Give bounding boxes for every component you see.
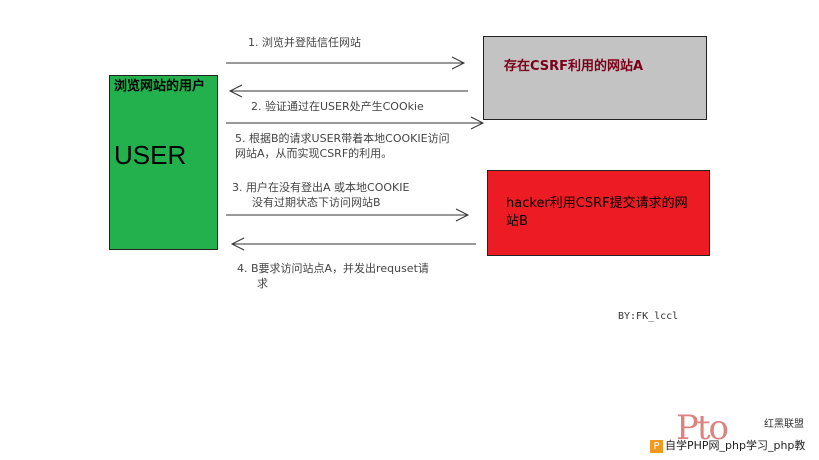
arrow-step4 <box>230 237 476 251</box>
user-box: 浏览网站的用户 USER <box>109 75 218 250</box>
step5-line2: 网站A，从而实现CSRF的利用。 <box>235 147 393 160</box>
step4-label: 4. B要求访问站点A，并发出requset请 求 <box>237 261 429 291</box>
step3-label: 3. 用户在没有登出A 或本地COOKIE 没有过期状态下访问网站B <box>232 180 409 210</box>
arrow-step5 <box>226 116 485 130</box>
arrow-step1 <box>226 56 466 70</box>
watermark-bar-text: 自学PHP网_php学习_php教 <box>665 439 806 452</box>
site-a-label: 存在CSRF利用的网站A <box>504 59 644 74</box>
step3-line2: 没有过期状态下访问网站B <box>252 196 381 209</box>
step5-line1: 5. 根据B的请求USER带着本地COOKIE访问 <box>235 132 450 145</box>
step4-line1: 4. B要求访问站点A，并发出requset请 <box>237 262 429 275</box>
step5-label: 5. 根据B的请求USER带着本地COOKIE访问 网站A，从而实现CSRF的利… <box>235 131 450 161</box>
watermark-logo-mark: Pto <box>676 408 729 448</box>
step4-line2: 求 <box>257 277 268 290</box>
site-a-box: 存在CSRF利用的网站A <box>483 36 707 120</box>
step3-line1: 3. 用户在没有登出A 或本地COOKIE <box>232 181 410 194</box>
step1-label: 1. 浏览并登陆信任网站 <box>248 36 361 49</box>
arrow-step2 <box>228 84 468 98</box>
hacker-site-box: hacker利用CSRF提交请求的网站B <box>487 170 710 256</box>
watermark-logo: Pto 红黑联盟 <box>676 408 804 448</box>
watermark-logo-text: 红黑联盟 <box>764 419 804 430</box>
author-credit: BY:FK_lccl <box>618 311 679 322</box>
arrow-step3 <box>226 208 470 222</box>
user-box-name: USER <box>114 140 187 170</box>
user-box-title: 浏览网站的用户 <box>114 79 206 94</box>
step2-label: 2. 验证通过在USER处产生COOkie <box>251 100 424 113</box>
hacker-site-label: hacker利用CSRF提交请求的网站B <box>506 196 688 229</box>
php-badge-icon: P <box>650 439 663 453</box>
